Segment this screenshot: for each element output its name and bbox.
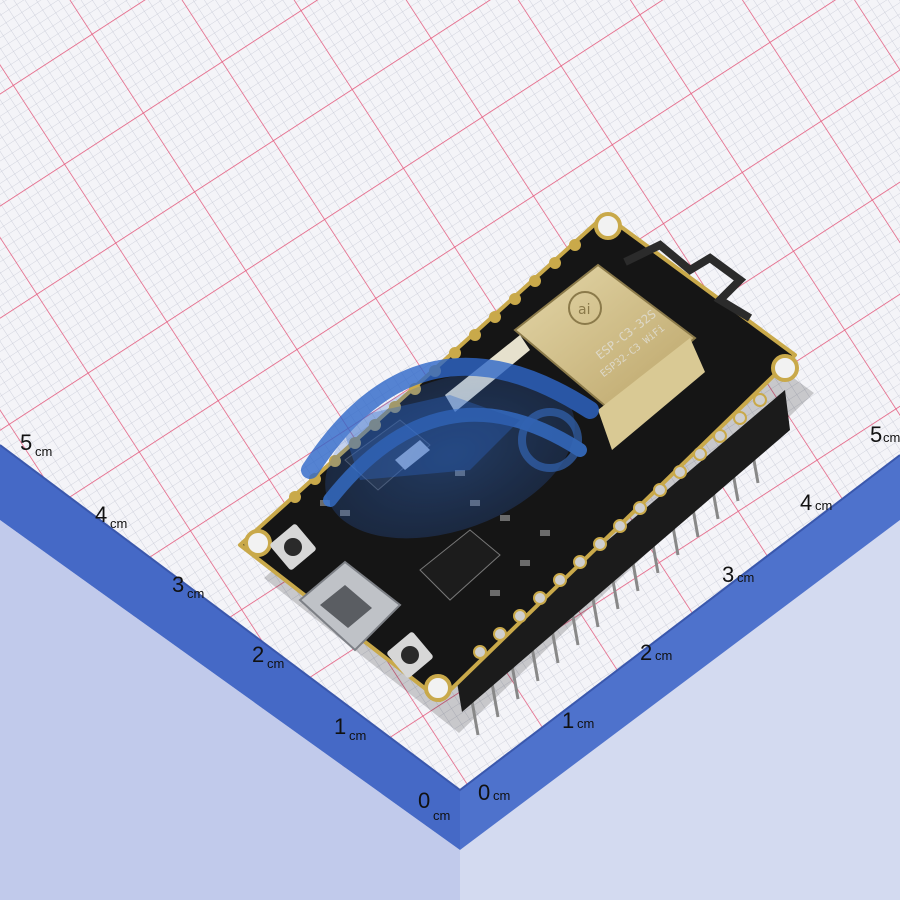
watermark-logo <box>301 357 599 539</box>
ruler-unit: cm <box>35 444 52 459</box>
ruler-unit: cm <box>737 570 754 585</box>
boot-button[interactable] <box>269 523 317 571</box>
mounting-hole <box>771 354 799 382</box>
ruler-shadow-left <box>0 520 460 900</box>
module-shield-edge <box>598 338 705 450</box>
ruler-unit: cm <box>433 808 450 823</box>
ruler-shadow-right <box>460 520 900 900</box>
ruler-label-0-right: 0 <box>478 780 490 805</box>
ruler-label-2-left: 2 <box>252 642 264 667</box>
ruler-unit: cm <box>883 430 900 445</box>
ruler-unit: cm <box>493 788 510 803</box>
reset-button[interactable] <box>386 631 434 679</box>
module-logo-text: ai <box>578 302 590 318</box>
pcb-antenna <box>623 240 753 322</box>
ruler-label-0-left: 0 <box>418 788 430 813</box>
ruler-edge <box>0 444 900 792</box>
ruler-unit: cm <box>815 498 832 513</box>
ruler-label-4-left: 4 <box>95 502 107 527</box>
usb-serial-chip <box>419 529 501 601</box>
ruler-label-5-left: 5 <box>20 430 32 455</box>
ruler-label-1-left: 1 <box>334 714 346 739</box>
pin-row-bottom <box>473 393 767 659</box>
mounting-hole <box>244 529 272 557</box>
ruler-unit: cm <box>267 656 284 671</box>
ruler-label-5-right: 5 <box>870 422 882 447</box>
ruler-unit: cm <box>577 716 594 731</box>
ruler-unit: cm <box>349 728 366 743</box>
ruler-label-2-right: 2 <box>640 640 652 665</box>
mounting-holes <box>244 212 799 702</box>
ruler-band-left <box>0 445 460 850</box>
ruler-band-right <box>460 455 900 850</box>
ruler-label-4-right: 4 <box>800 490 812 515</box>
ruler-label-3-left: 3 <box>172 572 184 597</box>
ruler-label-1-right: 1 <box>562 708 574 733</box>
micro-usb-opening <box>320 585 372 628</box>
ruler-unit: cm <box>655 648 672 663</box>
ruler-unit: cm <box>187 586 204 601</box>
mounting-hole <box>594 212 622 240</box>
module-logo-icon <box>568 291 602 325</box>
ruler-label-3-right: 3 <box>722 562 734 587</box>
ruler-unit: cm <box>110 516 127 531</box>
header-block <box>455 390 790 712</box>
mounting-hole <box>424 674 452 702</box>
paper-margin <box>0 505 900 900</box>
